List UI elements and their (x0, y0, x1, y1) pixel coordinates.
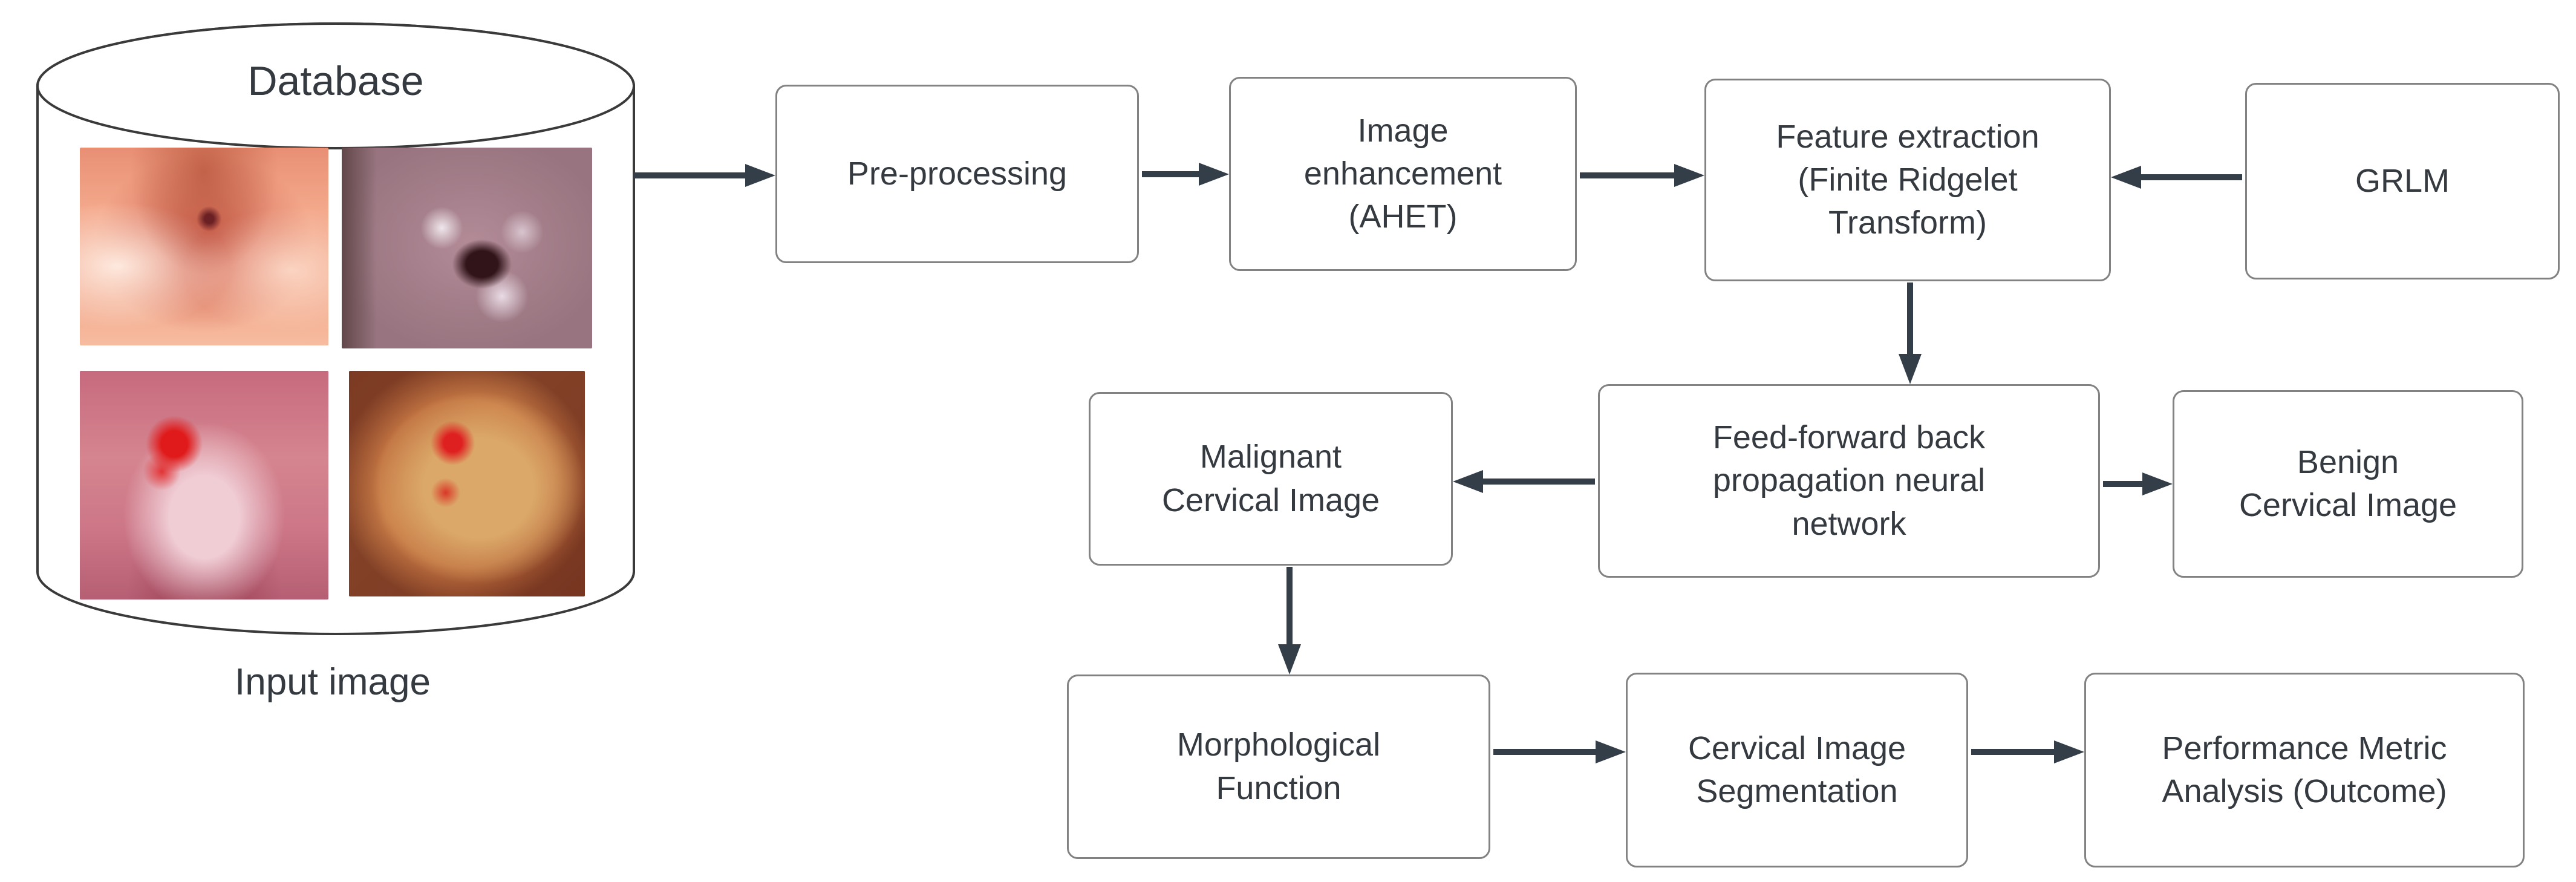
node-feature-extraction: Feature extraction (Finite Ridgelet Tran… (1704, 79, 2111, 281)
arrow-database-to-preprocessing (634, 164, 775, 187)
arrow-segmentation-to-performance (1971, 740, 2084, 763)
node-morphological-function: Morphological Function (1067, 675, 1490, 859)
node-benign-cervical-image: Benign Cervical Image (2173, 390, 2523, 578)
cervical-photo-bottom-left (80, 371, 328, 599)
arrow-morphological-to-segmentation (1493, 740, 1626, 763)
cervical-photo-bottom-right (349, 371, 585, 596)
arrow-preprocessing-to-enhancement (1142, 163, 1229, 186)
node-performance-metric-analysis: Performance Metric Analysis (Outcome) (2084, 673, 2525, 867)
database-caption: Input image (235, 661, 431, 703)
cylinder-top-ellipse (36, 22, 635, 149)
cervical-photo-top-left (80, 148, 328, 345)
node-preprocessing: Pre-processing (775, 85, 1139, 263)
arrow-grlm-to-feature-extraction (2111, 166, 2242, 189)
arrow-network-to-benign (2103, 472, 2173, 495)
arrow-malignant-to-morphological (1278, 567, 1301, 675)
node-grlm: GRLM (2245, 83, 2560, 279)
arrow-feature-extraction-to-network (1899, 283, 1922, 384)
cervical-photo-top-right (342, 148, 592, 348)
database-title: Database (247, 58, 424, 104)
node-malignant-cervical-image: Malignant Cervical Image (1089, 392, 1453, 566)
arrow-enhancement-to-feature-extraction (1580, 164, 1704, 187)
node-feed-forward-network: Feed-forward back propagation neural net… (1598, 384, 2100, 578)
node-cervical-image-segmentation: Cervical Image Segmentation (1626, 673, 1968, 867)
arrow-network-to-malignant (1453, 470, 1595, 493)
node-image-enhancement: Image enhancement (AHET) (1229, 77, 1577, 271)
